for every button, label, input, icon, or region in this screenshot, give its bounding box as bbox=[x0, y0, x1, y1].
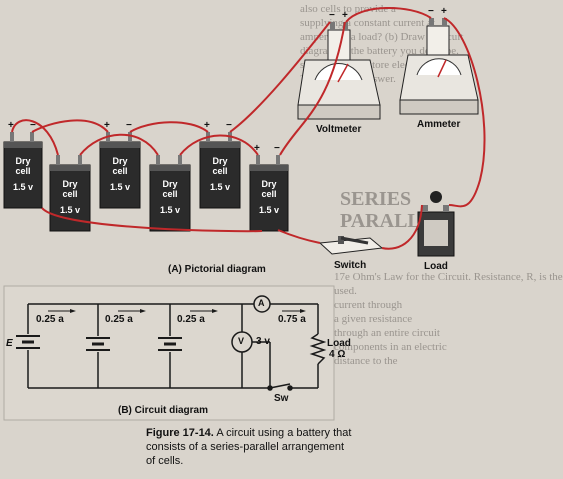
cell-name: cell bbox=[162, 189, 178, 199]
resistor-symbol bbox=[309, 333, 327, 365]
cell-name: Dry bbox=[212, 156, 228, 166]
bg-line: used. bbox=[334, 285, 357, 297]
load-device bbox=[417, 191, 455, 257]
ammeter-symbol bbox=[253, 295, 271, 313]
cell-name: cell bbox=[112, 166, 128, 176]
minus-sign: − bbox=[226, 120, 232, 131]
pictorial-wires bbox=[11, 7, 486, 250]
dry-cell bbox=[3, 132, 43, 209]
current-label: 0.25 a bbox=[177, 314, 205, 325]
cell-name: cell bbox=[212, 166, 228, 176]
cell-label: Dry cell 1.5 v bbox=[50, 179, 90, 215]
ammeter-symbol-label: A bbox=[258, 298, 265, 308]
bg-line: also cells to provide a bbox=[300, 3, 396, 15]
pictorial-caption: (A) Pictorial diagram bbox=[168, 264, 266, 275]
bg-line: distance to the bbox=[334, 355, 398, 367]
ammeter-label: Ammeter bbox=[417, 119, 461, 130]
cell-voltage: 1.5 v bbox=[209, 182, 231, 192]
cell-name: Dry bbox=[112, 156, 128, 166]
bg-line: components in an electric bbox=[334, 341, 447, 353]
circuit-diagram bbox=[3, 285, 335, 421]
figure-number: Figure 17-14. bbox=[146, 427, 214, 439]
load-label: Load bbox=[424, 261, 448, 272]
load-label: Load bbox=[327, 338, 351, 349]
cell-name: Dry bbox=[62, 179, 78, 189]
voltmeter bbox=[297, 22, 381, 120]
cell-name: cell bbox=[261, 189, 277, 199]
cell-name: Dry bbox=[162, 179, 178, 189]
ammeter bbox=[399, 18, 479, 115]
switch-symbol bbox=[267, 383, 293, 391]
dry-cell bbox=[249, 155, 289, 232]
bg-heading-1: SERIES bbox=[340, 188, 412, 210]
battery-symbol bbox=[16, 335, 40, 349]
bg-line: current through bbox=[334, 299, 403, 311]
plus-sign: + bbox=[441, 6, 447, 17]
cell-label: Dry cell 1.5 v bbox=[100, 156, 140, 192]
minus-sign: − bbox=[30, 120, 36, 131]
dry-cell bbox=[99, 132, 141, 209]
dry-cell bbox=[199, 132, 241, 209]
load-value: 4 Ω bbox=[329, 349, 346, 360]
circuit-caption: (B) Circuit diagram bbox=[118, 405, 209, 416]
bg-line: 17e Ohm's Law for the Circuit. Resistanc… bbox=[334, 271, 563, 283]
cell-name: cell bbox=[62, 189, 78, 199]
cell-name: cell bbox=[15, 166, 31, 176]
switch-label: Sw bbox=[274, 393, 289, 404]
cell-voltage: 1.5 v bbox=[109, 182, 131, 192]
background-text-mid: 17e Ohm's Law for the Circuit. Resistanc… bbox=[334, 270, 563, 368]
plus-sign: + bbox=[104, 120, 110, 131]
minus-sign: − bbox=[274, 143, 280, 154]
voltmeter-symbol-label: V bbox=[238, 336, 245, 346]
minus-sign: − bbox=[126, 120, 132, 131]
minus-sign: − bbox=[428, 6, 434, 17]
cell-voltage: 1.5 v bbox=[12, 182, 34, 192]
figure-caption-text: A circuit using a battery that consists … bbox=[146, 427, 352, 467]
current-arrows bbox=[70, 309, 306, 313]
cell-name: Dry bbox=[15, 156, 31, 166]
current-label: 0.25 a bbox=[105, 314, 133, 325]
plus-sign: + bbox=[204, 120, 210, 131]
current-label: 0.25 a bbox=[36, 314, 64, 325]
voltmeter-label: Voltmeter bbox=[316, 124, 362, 135]
emf-label: E bbox=[6, 338, 13, 349]
cell-voltage: 1.5 v bbox=[258, 205, 280, 215]
cell-label: Dry cell 1.5 v bbox=[150, 179, 190, 215]
cell-voltage: 1.5 v bbox=[59, 205, 81, 215]
cell-label: Dry cell 1.5 v bbox=[250, 179, 288, 215]
bg-line: through an entire circuit bbox=[334, 327, 440, 339]
plus-sign: + bbox=[342, 10, 348, 21]
switch-label: Switch bbox=[334, 260, 367, 271]
voltmeter-symbol bbox=[231, 331, 253, 353]
circuit-wires bbox=[27, 303, 319, 389]
cell-name: Dry bbox=[261, 179, 277, 189]
current-label: 0.75 a bbox=[278, 314, 306, 325]
cell-voltage: 1.5 v bbox=[159, 205, 181, 215]
cell-label: Dry cell 1.5 v bbox=[4, 156, 42, 192]
plus-sign: + bbox=[254, 143, 260, 154]
pictorial-diagram bbox=[3, 7, 486, 257]
battery-symbol bbox=[158, 337, 182, 351]
cell-label: Dry cell 1.5 v bbox=[200, 156, 240, 192]
bg-line: a given resistance bbox=[334, 313, 413, 325]
battery-symbol bbox=[86, 337, 110, 351]
plus-sign: + bbox=[8, 120, 14, 131]
dry-cell bbox=[149, 155, 191, 232]
voltmeter-reading: 3 v bbox=[256, 336, 270, 347]
minus-sign: − bbox=[329, 10, 335, 21]
figure-caption: Figure 17-14. A circuit using a battery … bbox=[146, 426, 356, 468]
